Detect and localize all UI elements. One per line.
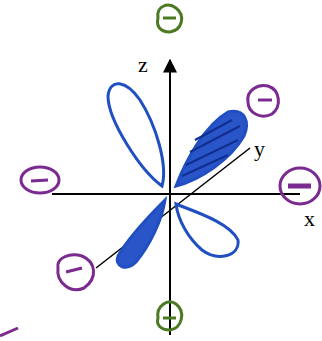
orbital-lobe — [176, 111, 246, 186]
y-axis — [96, 148, 250, 268]
x-axis — [52, 193, 300, 195]
ligand — [0, 86, 320, 336]
axis-label: z — [138, 54, 148, 76]
z-axis — [169, 60, 171, 335]
ligand — [158, 5, 182, 330]
lobe-hatching — [182, 120, 240, 176]
axis-label: y — [254, 138, 265, 160]
axis-label: x — [304, 208, 315, 230]
orbital-lobe — [108, 84, 164, 186]
orbital-lobe — [117, 200, 165, 267]
orbital-lobe — [176, 204, 238, 256]
